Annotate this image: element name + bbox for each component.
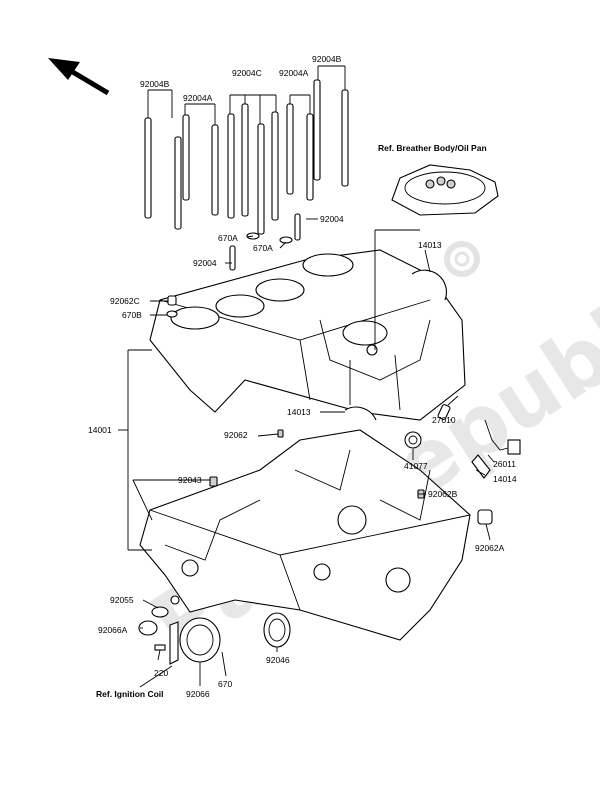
stud-bolt — [257, 123, 265, 235]
stud-bolt — [227, 113, 235, 219]
cap — [138, 620, 158, 636]
stud-bolt — [271, 111, 279, 221]
stud-bolts-group — [144, 79, 349, 271]
stud-bolt — [229, 245, 236, 271]
part-labels: 92004B 92004A 92004C 92004A 92004B Ref. … — [88, 54, 517, 699]
label-14014: 14014 — [493, 474, 517, 484]
label-26011: 26011 — [493, 459, 516, 469]
washer — [166, 310, 178, 318]
label-92062: 92062 — [224, 430, 248, 440]
label-92066: 92066 — [186, 689, 210, 699]
stud-leader-lines — [147, 65, 346, 125]
screw — [154, 644, 166, 651]
plug — [404, 431, 422, 449]
stud-bolt — [306, 113, 314, 201]
front-arrow-icon — [48, 58, 110, 96]
stud-bolt — [182, 114, 190, 201]
label-92004b: 92004B — [140, 79, 170, 89]
gear-icon — [444, 241, 480, 277]
label-14001: 14001 — [88, 425, 112, 435]
stud-bolt — [241, 103, 249, 217]
washer — [279, 236, 293, 244]
label-14013: 14013 — [287, 407, 311, 417]
label-14013: 14013 — [418, 240, 442, 250]
stud-bolt — [313, 79, 321, 181]
label-92004c: 92004C — [232, 68, 262, 78]
dowel-pin — [167, 295, 177, 306]
label-27010: 27010 — [432, 415, 456, 425]
label-92066a: 92066A — [98, 625, 128, 635]
label-92043: 92043 — [178, 475, 202, 485]
switch-body — [437, 404, 451, 420]
label-92004a: 92004A — [183, 93, 213, 103]
stud-bolt — [294, 213, 301, 241]
label-670a: 670A — [218, 233, 238, 243]
o-ring — [151, 606, 169, 618]
ignition-side-parts — [138, 606, 291, 665]
bearing — [263, 612, 291, 648]
stud-bolt — [144, 117, 152, 219]
stud-bolt — [211, 124, 219, 216]
seal-half-ring — [344, 406, 377, 421]
label-92004: 92004 — [320, 214, 344, 224]
ref-ignition-coil: Ref. Ignition Coil — [96, 689, 164, 699]
label-92062c: 92062C — [110, 296, 140, 306]
label-92004b: 92004B — [312, 54, 342, 64]
stud-bolt — [174, 136, 182, 230]
ref-breather-oil-pan: Ref. Breather Body/Oil Pan — [378, 143, 487, 153]
stud-bolt — [341, 89, 349, 187]
label-92046: 92046 — [266, 655, 290, 665]
label-220: 220 — [154, 668, 168, 678]
oil-filter-bolt — [477, 509, 493, 525]
label-92004a: 92004A — [279, 68, 309, 78]
label-92062b: 92062B — [428, 489, 458, 499]
label-92062a: 92062A — [475, 543, 505, 553]
lower-crankcase — [139, 429, 471, 641]
label-41077: 41077 — [404, 461, 428, 471]
assembly-bracket — [118, 349, 152, 551]
label-92055: 92055 — [110, 595, 134, 605]
label-670b: 670B — [122, 310, 142, 320]
seal-half-ring — [411, 269, 447, 301]
label-92004: 92004 — [193, 258, 217, 268]
leader-lines — [132, 218, 495, 688]
label-670a: 670A — [253, 243, 273, 253]
upper-crankcase — [149, 249, 466, 421]
gasket — [169, 621, 179, 665]
label-670: 670 — [218, 679, 232, 689]
stud-bolt — [286, 103, 294, 195]
breather-oil-pan — [374, 164, 499, 350]
